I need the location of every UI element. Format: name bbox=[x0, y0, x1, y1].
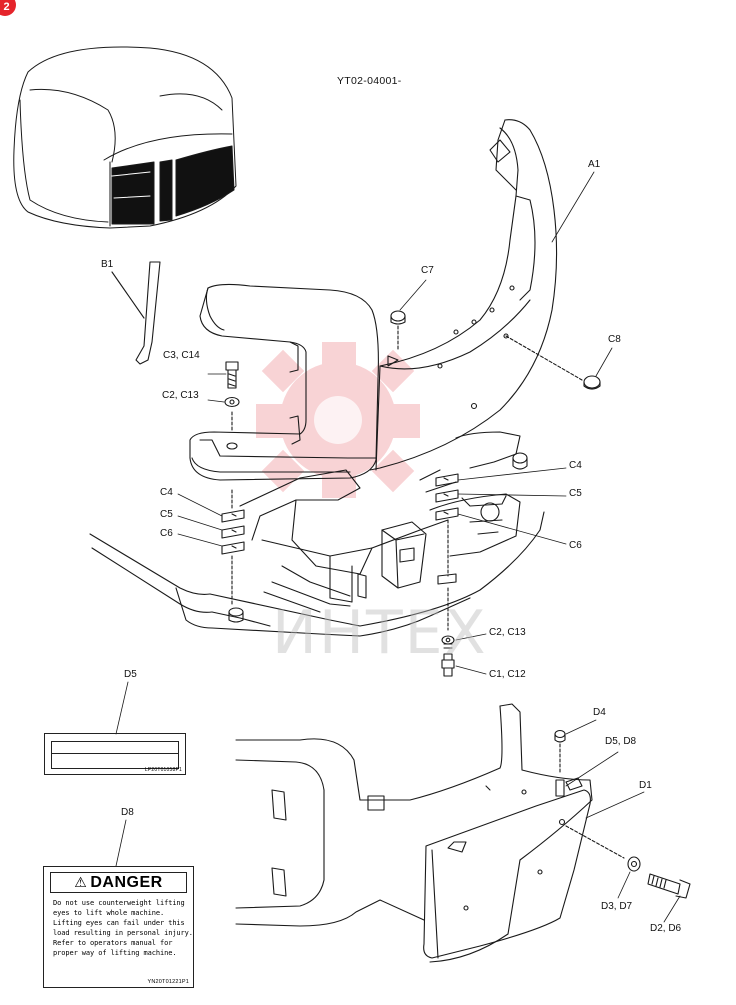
callout-c1-c12: C1, C12 bbox=[489, 669, 526, 680]
callout-c4-right: C4 bbox=[569, 460, 582, 471]
danger-line: load resulting in personal injury. bbox=[53, 929, 193, 937]
cover-a1 bbox=[369, 119, 558, 471]
callout-c2-c13-left: C2, C13 bbox=[162, 390, 199, 401]
callout-d4: D4 bbox=[593, 707, 606, 718]
danger-line: proper way of lifting machine. bbox=[53, 949, 177, 957]
callout-c6-right: C6 bbox=[569, 540, 582, 551]
callout-d1: D1 bbox=[639, 780, 652, 791]
decal-d5: LP20T01058P1 bbox=[44, 733, 186, 775]
danger-line: eyes to lift whole machine. bbox=[53, 909, 165, 917]
frame bbox=[89, 431, 545, 637]
danger-line: Do not use counterweight lifting bbox=[53, 899, 185, 907]
decal-d8-code: YN20T01221P1 bbox=[147, 979, 189, 985]
lifting-eye-d4-d5 bbox=[554, 729, 566, 797]
callout-d5-d8: D5, D8 bbox=[605, 736, 637, 747]
callout-c5-right: C5 bbox=[569, 488, 582, 499]
counterweight-d1 bbox=[235, 703, 593, 963]
cover-left-panel bbox=[189, 283, 379, 481]
danger-line: Lifting eyes can fail under this bbox=[53, 919, 185, 927]
plug-c7-cap-c8 bbox=[390, 310, 601, 390]
callout-c5-left: C5 bbox=[160, 509, 173, 520]
callout-d8: D8 bbox=[121, 807, 134, 818]
decal-d5-frame bbox=[51, 741, 179, 769]
callout-d5: D5 bbox=[124, 669, 137, 680]
watermark-text: ИНТЕХ bbox=[272, 598, 488, 668]
danger-heading-text: DANGER bbox=[90, 873, 163, 891]
leader-lines bbox=[115, 171, 681, 923]
callout-c7: C7 bbox=[421, 265, 434, 276]
page-badge: 2 bbox=[0, 0, 16, 16]
callout-d3-d7: D3, D7 bbox=[601, 901, 633, 912]
bolt-d2-washer-d3 bbox=[565, 825, 691, 899]
callout-d2-d6: D2, D6 bbox=[650, 923, 682, 934]
callout-c4-left: C4 bbox=[160, 487, 173, 498]
callout-c3-c14: C3, C14 bbox=[163, 350, 200, 361]
callout-c2-c13-right: C2, C13 bbox=[489, 627, 526, 638]
bracket-b1 bbox=[111, 261, 161, 365]
machine-overview bbox=[13, 46, 237, 229]
decal-d8-danger: ⚠ DANGER Do not use counterweight liftin… bbox=[43, 866, 194, 988]
callout-c8: C8 bbox=[608, 334, 621, 345]
document-code: YT02-04001- bbox=[337, 75, 402, 87]
callout-a1: A1 bbox=[588, 159, 601, 170]
bolt-stack-left bbox=[221, 361, 245, 623]
danger-text: Do not use counterweight lifting eyes to… bbox=[53, 898, 193, 958]
danger-heading: ⚠ DANGER bbox=[50, 872, 187, 893]
bolt-stack-right bbox=[435, 473, 459, 677]
callout-c6-left: C6 bbox=[160, 528, 173, 539]
warning-triangle-icon: ⚠ bbox=[74, 874, 88, 890]
watermark-gear bbox=[256, 342, 420, 498]
danger-line: Refer to operators manual for bbox=[53, 939, 173, 947]
callout-b1: B1 bbox=[101, 259, 114, 270]
decal-d5-code: LP20T01058P1 bbox=[144, 767, 182, 773]
